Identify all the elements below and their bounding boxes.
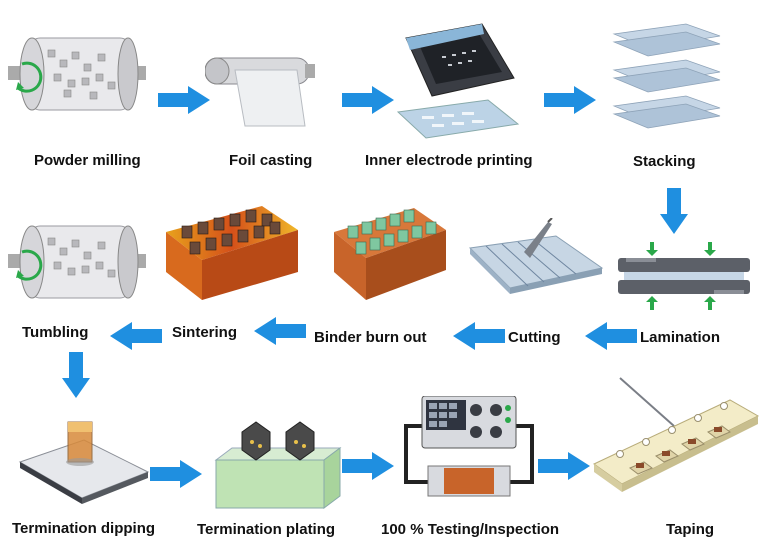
step-label-cutting: Cutting bbox=[508, 329, 561, 346]
powder-milling-illustration bbox=[8, 30, 148, 120]
arrow-right-4 bbox=[150, 460, 202, 488]
tumbling-illustration bbox=[8, 218, 148, 308]
electrode-printing-illustration bbox=[392, 20, 522, 140]
binder-burn-out-illustration bbox=[330, 200, 450, 304]
step-label-sintering: Sintering bbox=[172, 324, 238, 341]
arrow-left-4 bbox=[110, 322, 162, 350]
sintering-illustration bbox=[162, 200, 302, 304]
step-label-tumbling: Tumbling bbox=[22, 324, 89, 341]
arrow-down-2 bbox=[62, 352, 90, 398]
arrow-left-1 bbox=[585, 322, 637, 350]
step-label-binder-burn-out: Binder burn out bbox=[314, 329, 427, 346]
lamination-illustration bbox=[614, 236, 754, 316]
taping-illustration bbox=[590, 374, 762, 504]
arrow-right-6 bbox=[538, 452, 590, 480]
step-label-stacking: Stacking bbox=[633, 153, 696, 170]
step-label-termination-plating: Termination plating bbox=[197, 521, 336, 538]
arrow-left-3 bbox=[254, 317, 306, 345]
arrow-right-1 bbox=[158, 86, 210, 114]
termination-dipping-illustration bbox=[12, 410, 152, 506]
step-label-taping: Taping bbox=[666, 521, 715, 538]
arrow-left-2 bbox=[453, 322, 505, 350]
termination-plating-illustration bbox=[212, 420, 342, 512]
arrow-right-3 bbox=[544, 86, 596, 114]
arrow-right-2 bbox=[342, 86, 394, 114]
step-label-termination-dipping: Termination dipping bbox=[12, 520, 156, 537]
stacking-illustration bbox=[606, 20, 726, 140]
step-label-foil-casting: Foil casting bbox=[229, 152, 313, 169]
foil-casting-illustration bbox=[205, 40, 315, 130]
testing-inspection-illustration bbox=[400, 396, 540, 508]
arrow-right-5 bbox=[342, 452, 394, 480]
step-label-lamination: Lamination bbox=[640, 329, 721, 346]
step-label-testing-inspection: 100 % Testing/Inspection bbox=[381, 521, 560, 538]
step-label-powder-milling: Powder milling bbox=[34, 152, 141, 169]
arrow-down-1 bbox=[660, 188, 688, 234]
step-label-inner-electrode-printing: Inner electrode printing bbox=[365, 152, 533, 169]
cutting-illustration bbox=[466, 218, 606, 302]
